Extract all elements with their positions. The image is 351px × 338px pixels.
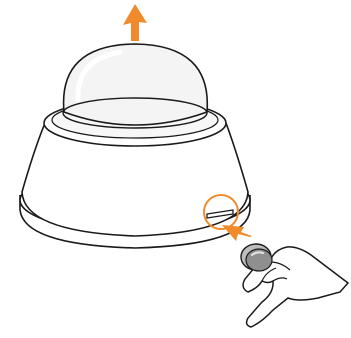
dome-cover <box>63 44 207 128</box>
arrow-up-icon <box>123 4 147 41</box>
dome-shell <box>64 44 208 125</box>
coin-icon <box>241 244 272 271</box>
